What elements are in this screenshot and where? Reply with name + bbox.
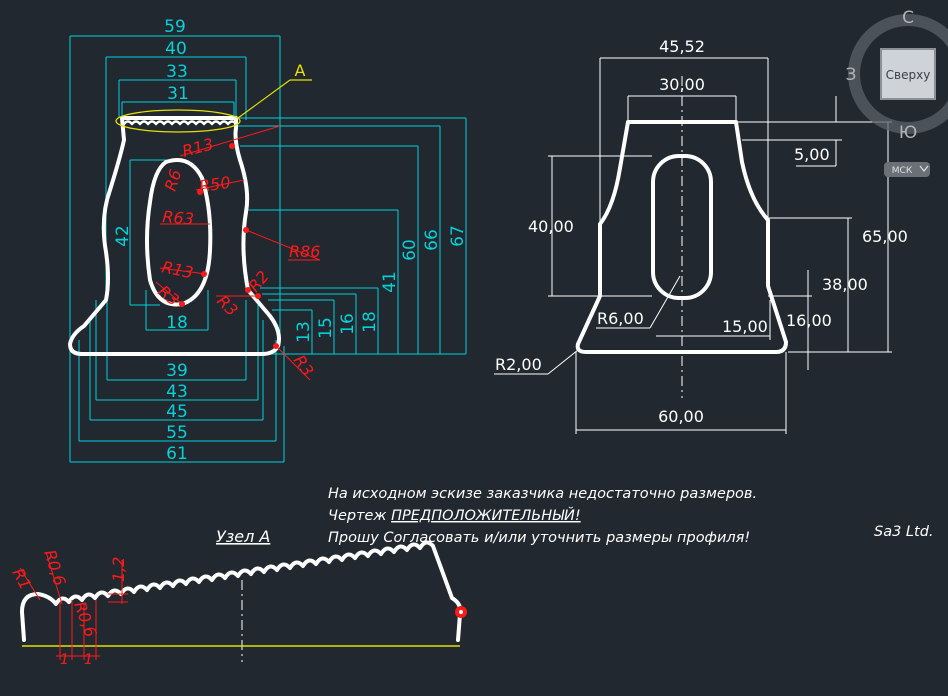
detail-a: Узел А R1 R0,6 R0,6 1,2 1 1 <box>8 527 467 668</box>
radius-r63: R63 <box>162 207 195 229</box>
compass-west[interactable]: З <box>846 65 857 85</box>
dim-r2-00: R2,00 <box>495 355 542 374</box>
dim-45: 45 <box>166 402 188 422</box>
dim-31: 31 <box>167 84 189 104</box>
dim-42: 42 <box>113 225 133 247</box>
detail-profile <box>20 540 463 642</box>
right-65-dimension: 65,00 <box>742 121 908 353</box>
dim-61: 61 <box>166 444 188 464</box>
left-inner-dimensions: 42 18 <box>113 159 209 333</box>
ucs-button[interactable] <box>884 162 930 177</box>
ucs-label: МСК <box>892 166 913 176</box>
radius-r6: R6 <box>161 167 186 193</box>
left-serrated-top <box>122 120 238 126</box>
dim-55: 55 <box>166 423 188 443</box>
dim-60-00: 60,00 <box>658 407 704 426</box>
right-40-dimension: 40,00 <box>528 155 652 297</box>
detail-h12: 1,2 <box>109 557 128 582</box>
dim-43: 43 <box>166 382 188 402</box>
radius-r86: R86 <box>289 242 320 261</box>
left-outer-profile <box>68 116 281 356</box>
radius-r3-bottom: R3 <box>290 351 318 379</box>
dim-13: 13 <box>294 321 314 343</box>
viewcube-face-label: Сверху <box>886 68 931 82</box>
dim-40-00: 40,00 <box>528 217 574 236</box>
dim-41: 41 <box>380 271 400 293</box>
dim-39: 39 <box>166 361 188 381</box>
detail-title: Узел А <box>216 527 270 546</box>
radius-r50: R50 <box>198 173 232 196</box>
dim-66: 66 <box>422 229 442 251</box>
right-5-dimension: 5,00 <box>736 96 842 167</box>
callout-label-a: A <box>295 61 306 80</box>
right-16-dimension: 16,00 <box>768 270 832 370</box>
dim-60: 60 <box>400 239 420 261</box>
radius-r13-inner: R13 <box>160 257 195 282</box>
left-bottom-dimensions: 39 43 45 55 61 <box>70 300 285 464</box>
chevron-down-icon[interactable] <box>919 165 929 172</box>
right-corner-radius: R2,00 <box>494 349 579 375</box>
detail-r06-a: R0,6 <box>40 547 69 588</box>
radius-r13-top: R13 <box>180 134 215 161</box>
right-60-dimension: 60,00 <box>575 352 787 434</box>
detail-pitch-2: 1 <box>84 652 93 668</box>
callout-ellipse-a <box>115 109 241 133</box>
right-top-dimensions: 45,52 30,00 <box>599 37 769 222</box>
left-top-dimensions: 59 40 33 31 <box>69 17 281 462</box>
detail-r1: R1 <box>8 565 35 593</box>
dim-15: 15 <box>316 317 336 339</box>
left-vertical-dimensions: 67 66 60 41 18 16 15 13 <box>200 117 468 355</box>
note-line-1: На исходном эскизе заказчика недостаточн… <box>328 486 757 502</box>
viewcube-face[interactable] <box>880 48 936 100</box>
right-38-dimension: 38,00 <box>768 217 868 352</box>
dim-59: 59 <box>164 17 186 37</box>
left-view: 59 40 33 31 39 43 45 55 61 <box>68 17 468 464</box>
dim-40: 40 <box>165 39 187 59</box>
company-label: Sa3 Ltd. <box>874 524 934 540</box>
compass-south[interactable]: Ю <box>899 123 917 143</box>
dim-5-00: 5,00 <box>794 145 830 164</box>
dim-16: 16 <box>338 313 358 335</box>
viewcube[interactable]: Сверху С З Ю МСК <box>846 8 948 177</box>
left-radii: R13 R6 R50 R63 R86 R13 R2 R3 R3 R3 <box>154 125 320 381</box>
dim-67: 67 <box>448 225 468 247</box>
detail-pitch-1: 1 <box>60 652 69 668</box>
right-inner-slot <box>651 154 713 300</box>
right-slot-dimensions: R6,00 15,00 <box>596 275 771 340</box>
dim-r6-00: R6,00 <box>597 309 644 328</box>
dim-30-00: 30,00 <box>659 75 705 94</box>
dim-18: 18 <box>360 311 380 333</box>
dim-38-00: 38,00 <box>822 275 868 294</box>
notes: На исходном эскизе заказчика недостаточн… <box>328 486 934 546</box>
right-view: 45,52 30,00 5,00 40,00 65,00 <box>494 37 908 434</box>
dim-16-00: 16,00 <box>786 311 832 330</box>
compass-north[interactable]: С <box>902 8 914 28</box>
left-radius-points <box>179 143 279 349</box>
dim-33: 33 <box>166 62 188 82</box>
dim-45-52: 45,52 <box>659 37 705 56</box>
note-line-2: Чертеж ПРЕДПОЛОЖИТЕЛЬНЫЙ! <box>328 506 581 524</box>
dim-65-00: 65,00 <box>862 227 908 246</box>
dim-15-00: 15,00 <box>722 317 768 336</box>
note-line-3: Прошу Согласовать и/или уточнить размеры… <box>328 530 750 546</box>
right-outer-profile <box>575 120 788 354</box>
dim-18-inner: 18 <box>166 313 188 333</box>
